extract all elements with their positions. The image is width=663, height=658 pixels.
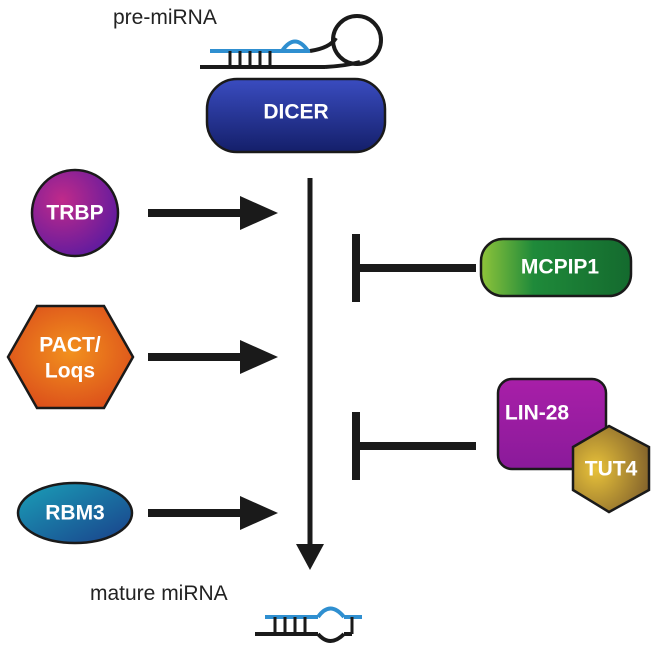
trbp-node: TRBP [30, 168, 120, 258]
processing-arrow [296, 178, 324, 570]
trbp-label: TRBP [46, 202, 103, 225]
lin28-label: LIN-28 [505, 402, 570, 425]
rbm3-activation-arrow [148, 496, 278, 530]
lin28-inhibition-bar [352, 412, 476, 480]
pact-activation-arrow [148, 340, 278, 374]
mcpip1-label: MCPIP1 [521, 256, 600, 279]
mature-mirna-label: mature miRNA [90, 582, 228, 605]
dicer-node: DICER [205, 77, 387, 154]
pact-loqs-node: PACT/ Loqs [6, 304, 135, 410]
pact-label-line1: PACT/ [39, 334, 101, 357]
pre-mirna-hairpin [200, 14, 383, 69]
tut4-node: TUT4 [571, 424, 651, 514]
rbm3-label: RBM3 [45, 502, 105, 525]
pre-mirna-label: pre-miRNA [113, 6, 217, 29]
tut4-label: TUT4 [585, 458, 638, 481]
rbm3-node: RBM3 [16, 481, 134, 545]
dicer-label: DICER [263, 101, 328, 124]
pact-label-line2: Loqs [45, 360, 95, 383]
trbp-activation-arrow [148, 196, 278, 230]
mature-mirna-duplex [255, 606, 362, 643]
mcpip1-node: MCPIP1 [479, 237, 633, 298]
mcpip1-inhibition-bar [352, 234, 476, 302]
